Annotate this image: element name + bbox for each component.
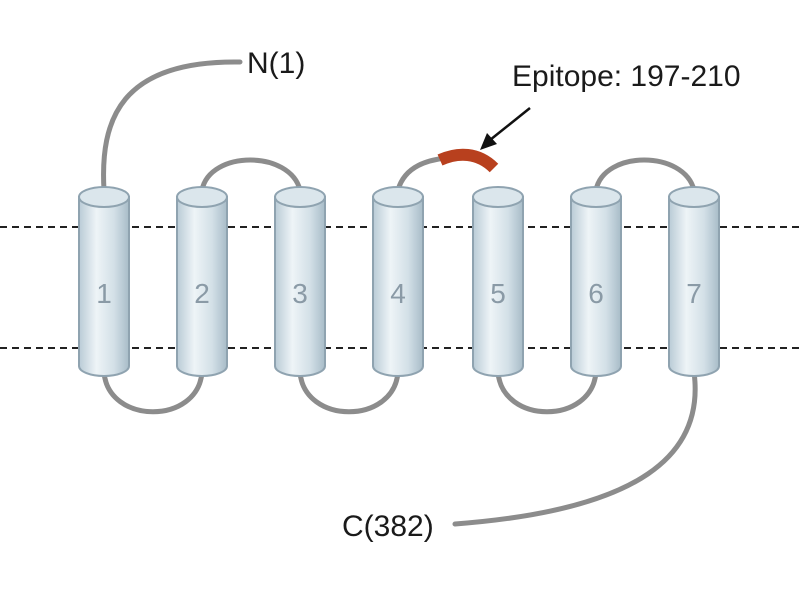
helix-number-label: 4: [390, 278, 406, 309]
extracellular-loop-3: [593, 157, 697, 193]
helix-body: [472, 196, 524, 377]
helix-3: 3: [274, 186, 326, 377]
helix-top-cap: [372, 186, 424, 208]
epitope-label: Epitope: 197-210: [512, 60, 741, 93]
helix-group: 1 2 3 4 5 6 7: [78, 186, 720, 377]
helix-number-label: 1: [96, 278, 112, 309]
extracellular-loop-1: [199, 157, 303, 193]
helix-body: [668, 196, 720, 377]
helix-top-cap: [668, 186, 720, 208]
extracellular-loop-2: [395, 155, 448, 193]
intracellular-loop-1: [101, 369, 205, 415]
helix-body: [78, 196, 130, 377]
c-terminal-tail: [452, 369, 698, 527]
helix-body: [274, 196, 326, 377]
helix-7: 7: [668, 186, 720, 377]
c-terminus-label: C(382): [342, 510, 434, 543]
helix-5: 5: [472, 186, 524, 377]
helix-body: [570, 196, 622, 377]
helix-top-cap: [472, 186, 524, 208]
n-terminal-tail: [101, 59, 243, 193]
helix-top-cap: [78, 186, 130, 208]
helix-number-label: 6: [588, 278, 604, 309]
helix-number-label: 2: [194, 278, 210, 309]
epitope-arrow: [480, 107, 531, 150]
n-terminus-label: N(1): [247, 47, 305, 80]
helix-4: 4: [372, 186, 424, 377]
epitope-segment: [437, 148, 499, 173]
helix-body: [176, 196, 228, 377]
helix-number-label: 7: [686, 278, 702, 309]
helix-top-cap: [176, 186, 228, 208]
helix-2: 2: [176, 186, 228, 377]
helix-1: 1: [78, 186, 130, 377]
helix-6: 6: [570, 186, 622, 377]
helix-top-cap: [570, 186, 622, 208]
intracellular-loop-2: [297, 369, 401, 415]
helix-number-label: 5: [490, 278, 506, 309]
intracellular-loop-3: [495, 369, 599, 415]
helix-number-label: 3: [292, 278, 308, 309]
helix-body: [372, 196, 424, 377]
helix-top-cap: [274, 186, 326, 208]
